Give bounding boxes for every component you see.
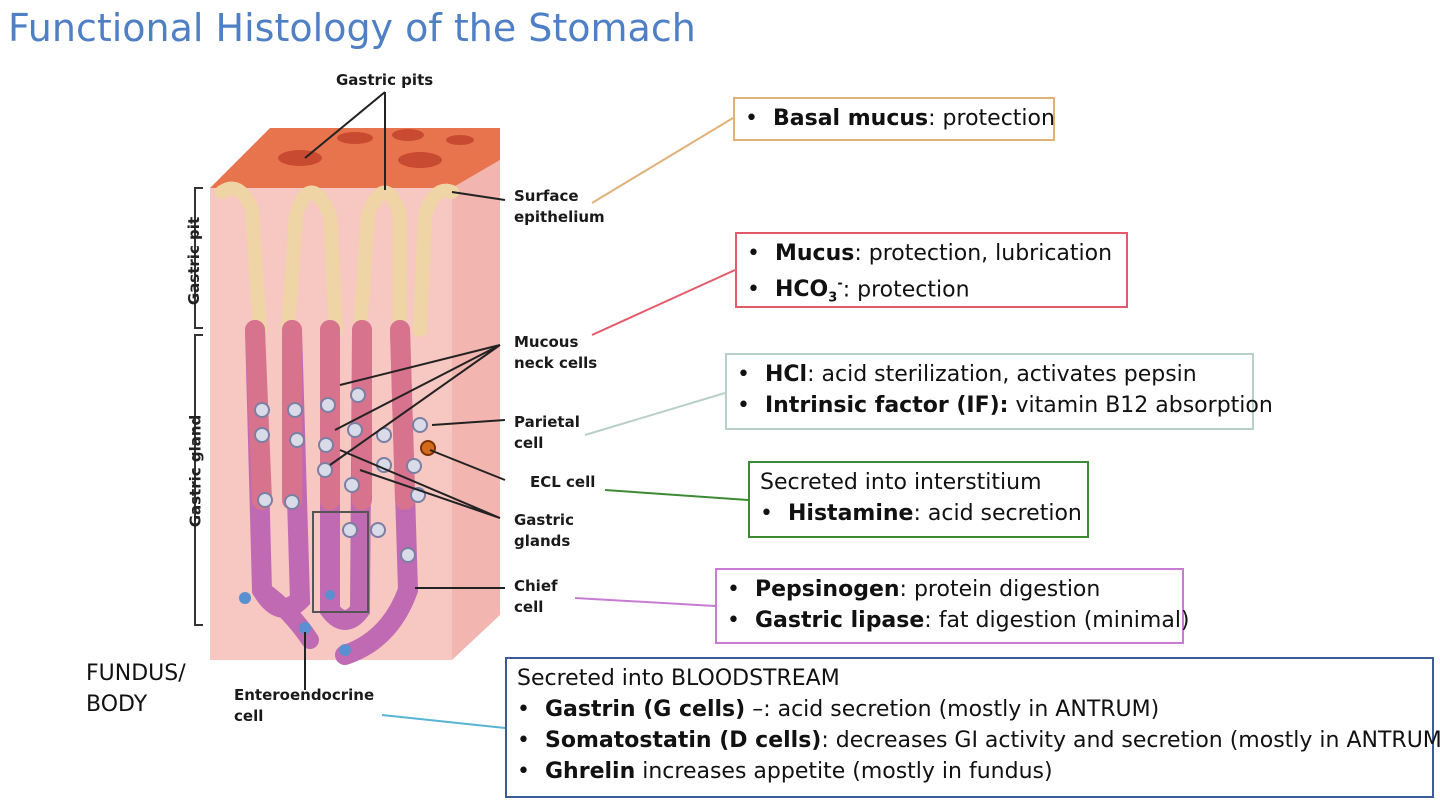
connector-chief (574, 597, 716, 607)
ecl-cell-marker (420, 440, 436, 456)
connector-hcl (584, 392, 726, 436)
gastric-pit-label: Gastric pit (185, 216, 204, 306)
tissue-block-side (452, 160, 500, 660)
tissue-block-top (210, 128, 500, 188)
box-ecl: Secreted into interstitium Histamine: ac… (748, 461, 1089, 538)
gastric-gland-middle (320, 320, 372, 630)
gastric-glands-box (312, 511, 369, 613)
connector-basal (591, 117, 734, 204)
box-chief: Pepsinogen: protein digestion Gastric li… (715, 568, 1190, 644)
box-bloodstream: Secreted into BLOODSTREAM Gastrin (G cel… (505, 657, 1440, 798)
region-label: FUNDUS/BODY (86, 661, 186, 717)
box-basal-mucus: Basal mucus: protection (733, 97, 1055, 141)
box-hcl: HCl: acid sterilization, activates pepsi… (725, 353, 1273, 430)
gastric-gland-right (335, 320, 419, 665)
page-title: Functional Histology of the Stomach (8, 6, 696, 50)
connector-blood (381, 714, 506, 729)
gastric-gland-label: Gastric gland (186, 414, 205, 528)
label-ecl-cell: ECL cell (530, 473, 596, 491)
gastric-gland-bracket (194, 334, 203, 626)
surface-epithelium (215, 181, 459, 337)
connector-mucus (591, 269, 736, 336)
gastric-pit-bracket (194, 187, 203, 329)
connector-ecl (604, 489, 749, 501)
label-gastric-pits: Gastric pits (336, 71, 434, 89)
box-mucus: Mucus: protection, lubrication HCO3-: pr… (735, 232, 1128, 308)
